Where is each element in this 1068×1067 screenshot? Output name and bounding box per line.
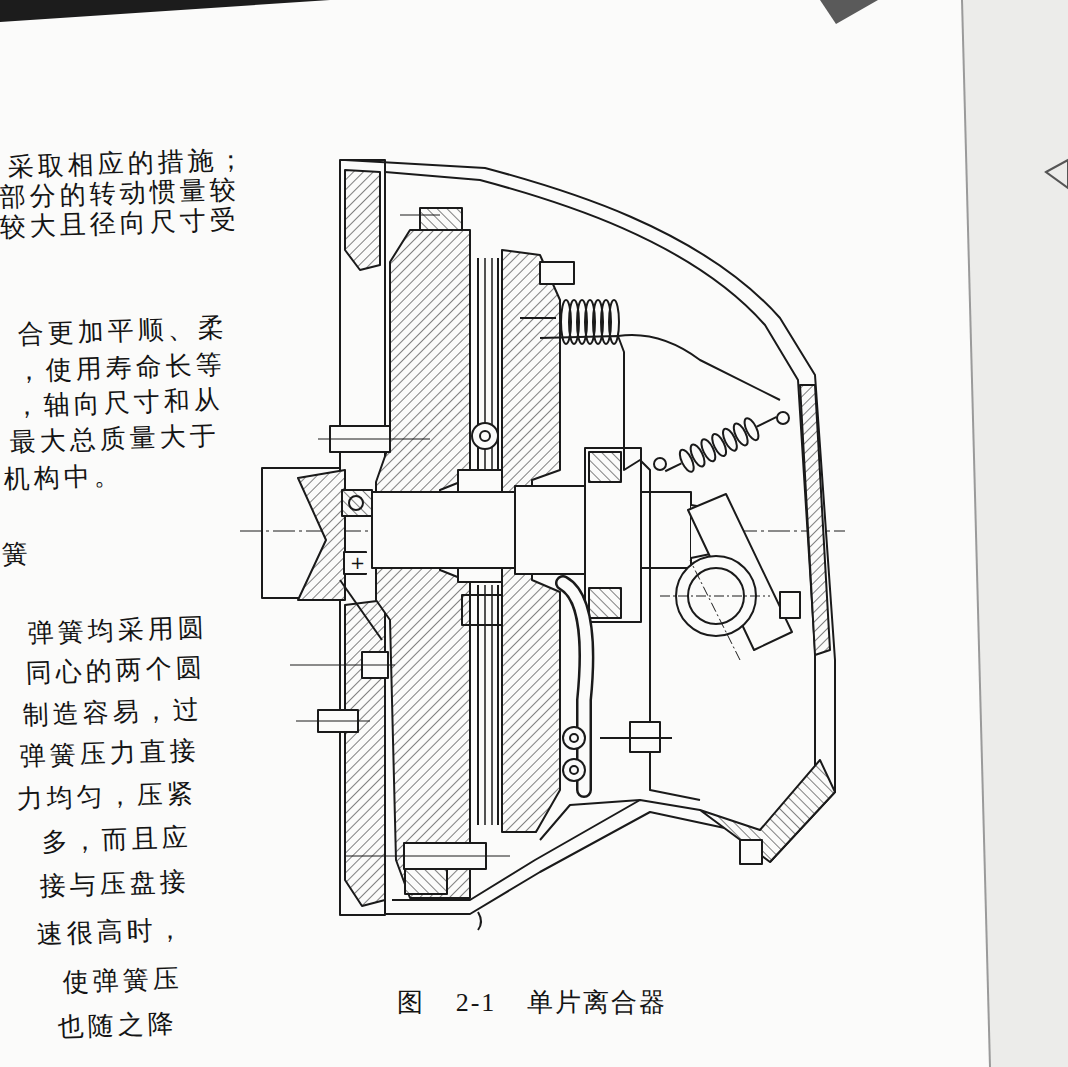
spring-hook: [757, 417, 777, 427]
body-text-line: 也随之降: [57, 1009, 178, 1043]
clutch-cover: [618, 335, 780, 400]
ring-gear: [405, 868, 447, 894]
body-text-line: 接与压盘接: [39, 867, 190, 902]
figure-caption: 图 2-1 单片离合器: [397, 988, 667, 1018]
axis-mark: [290, 665, 395, 666]
body-text-line: 机构中。: [3, 461, 124, 495]
drain-plug: [740, 840, 762, 864]
friction-disc: [497, 585, 499, 825]
spring-coil: [609, 300, 619, 344]
page-shadow: [0, 0, 330, 22]
spring-hook: [665, 463, 681, 471]
fork-bolt: [780, 592, 800, 618]
body-text-line: 最大总质量大于: [9, 421, 220, 458]
page-corner: [820, 0, 878, 24]
friction-disc: [477, 585, 479, 825]
body-text-line: ，使用寿命长等: [15, 350, 226, 387]
housing-section: [345, 170, 380, 270]
page-fold: [962, 0, 990, 1067]
damper-spring: [462, 595, 502, 625]
body-text-line: 合更加平顺、柔: [17, 313, 228, 350]
pressure-spring: [561, 300, 619, 344]
lube-line: [340, 580, 382, 640]
damper-rivet: [472, 423, 498, 449]
friction-disc: [491, 585, 493, 825]
lever-pin: [563, 727, 585, 749]
body-text-line: 同心的两个圆: [25, 653, 206, 689]
cover-bolt: [540, 262, 574, 284]
body-text-line: 弹簧压力直接: [19, 736, 200, 772]
axis-mark: [660, 596, 770, 597]
release-sleeve: [641, 492, 691, 568]
pilot-bearing-ball: [349, 496, 363, 510]
clutch-drawing: [240, 160, 845, 930]
body-text-line: ，轴向尺寸和从: [13, 385, 224, 422]
pilot-bearing: [342, 490, 372, 516]
housing-wall: [800, 385, 830, 655]
bearing-race: [589, 452, 621, 482]
ring-gear: [420, 208, 462, 230]
lever-pin: [563, 759, 585, 781]
symbol-mark: +: [348, 553, 367, 573]
housing-section: [700, 760, 835, 862]
release-lever: [563, 583, 586, 790]
body-text-line: 弹簧均采用圆: [27, 613, 208, 649]
spring-anchor: [654, 458, 666, 470]
next-page: [962, 0, 1068, 1067]
body-text-line: 使弹簧压: [62, 964, 183, 998]
lever-pin: [570, 734, 578, 742]
return-spring: [660, 406, 782, 482]
body-text-line: 速很高时，: [36, 915, 187, 950]
spring-coil: [677, 448, 697, 474]
axis-mark: [345, 856, 510, 857]
spring-anchor: [777, 412, 789, 424]
spring-coil: [688, 443, 708, 469]
clutch-cover: [540, 800, 640, 840]
clutch-cover: [540, 336, 700, 800]
release-lever: [563, 583, 586, 790]
spring-coil: [731, 421, 751, 447]
spring-coil: [709, 432, 729, 458]
body-text-line: 力均匀，压紧: [16, 779, 197, 815]
axis-mark: [400, 215, 440, 216]
adjust-screw: [600, 737, 672, 739]
body-text-line: 多，而且应: [41, 823, 192, 858]
body-text-line: 簧: [1, 539, 32, 570]
axis-mark: [690, 560, 740, 660]
spring-seat: [520, 317, 556, 319]
friction-disc: [484, 585, 486, 825]
spring-coil: [742, 416, 762, 442]
release-bearing: [585, 448, 641, 622]
axis-mark: [318, 439, 430, 440]
housing-section: [345, 600, 385, 906]
axis-mark: [296, 721, 370, 722]
page-mark: [1046, 160, 1068, 188]
damper-rivet: [480, 431, 490, 441]
body-text-line: 制造容易，过: [22, 695, 203, 731]
lever-pin: [570, 766, 578, 774]
crankshaft-section: [298, 470, 345, 600]
bearing-race: [589, 588, 621, 618]
spring-coil: [720, 427, 740, 453]
spring-coil: [699, 437, 719, 463]
inspection-clip: [478, 912, 481, 930]
friction-disc: [497, 258, 499, 478]
